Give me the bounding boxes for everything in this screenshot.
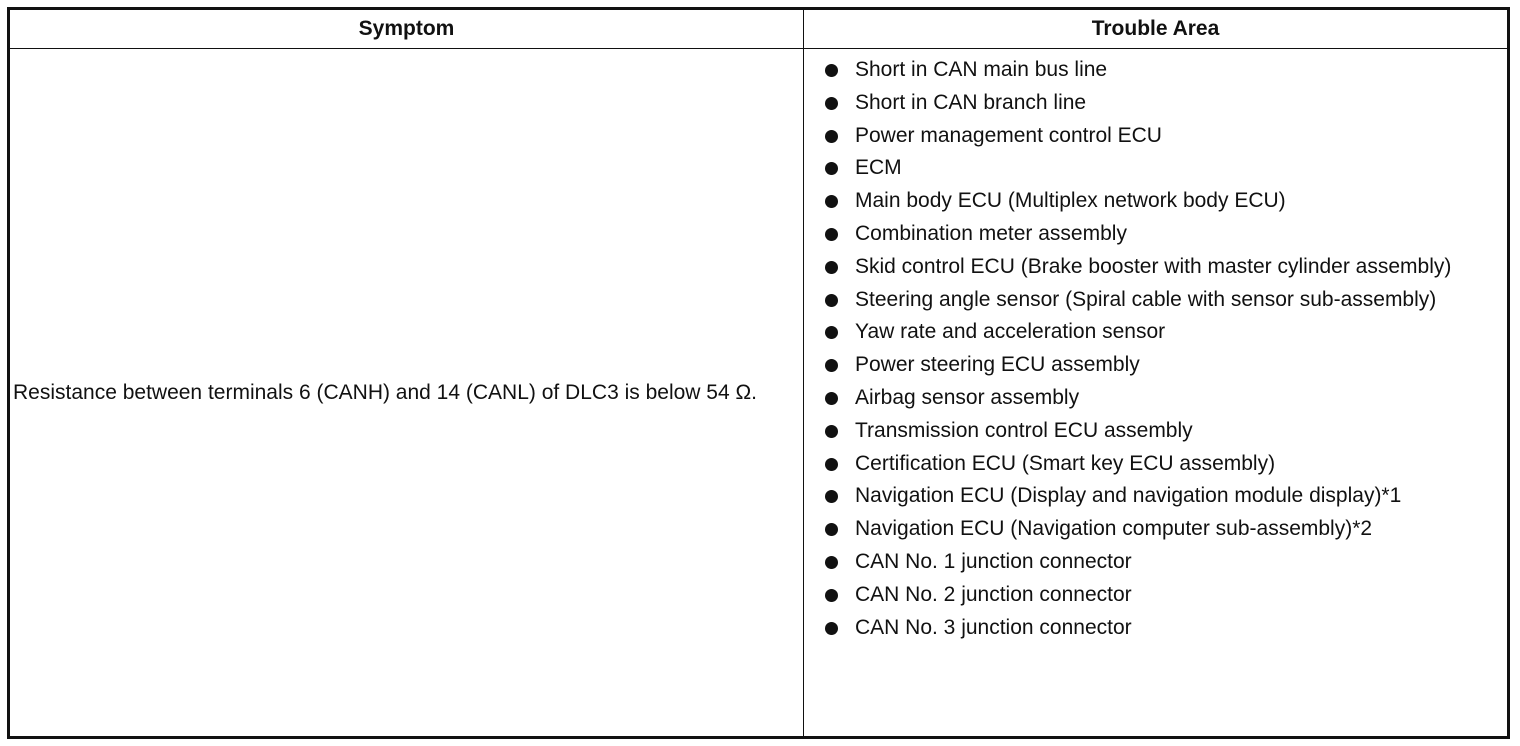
list-item-text: Skid control ECU (Brake booster with mas… bbox=[855, 254, 1452, 278]
list-item-text: Power steering ECU assembly bbox=[855, 353, 1140, 377]
bullet-icon bbox=[825, 326, 838, 340]
bullet-icon bbox=[825, 490, 838, 504]
list-item: Combination meter assembly bbox=[804, 219, 1507, 248]
bullet-icon bbox=[825, 523, 838, 537]
bullet-icon bbox=[825, 162, 838, 176]
list-item-text: Transmission control ECU assembly bbox=[855, 418, 1193, 442]
bullet-icon bbox=[825, 64, 838, 77]
list-item-text: CAN No. 1 junction connector bbox=[855, 549, 1132, 573]
list-item: CAN No. 1 junction connector bbox=[804, 547, 1507, 576]
bullet-icon bbox=[825, 457, 838, 471]
list-item-text: Short in CAN main bus line bbox=[855, 58, 1108, 81]
list-item: Power steering ECU assembly bbox=[804, 350, 1507, 379]
list-item: Yaw rate and acceleration sensor bbox=[804, 317, 1507, 346]
list-item-text: Yaw rate and acceleration sensor bbox=[855, 320, 1166, 344]
bullet-icon bbox=[825, 391, 838, 405]
bullet-icon bbox=[825, 260, 838, 274]
trouble-area-header: Trouble Area bbox=[803, 8, 1509, 49]
bullet-icon bbox=[825, 129, 838, 143]
header-row: Symptom Trouble Area bbox=[8, 8, 1509, 49]
list-item: CAN No. 3 junction connector bbox=[804, 613, 1507, 642]
bullet-icon bbox=[825, 96, 838, 110]
list-item: Short in CAN branch line bbox=[804, 88, 1507, 117]
list-item: Transmission control ECU assembly bbox=[804, 416, 1507, 445]
bullet-icon bbox=[825, 555, 838, 569]
list-item: Navigation ECU (Display and navigation m… bbox=[804, 481, 1507, 510]
list-item-text: Main body ECU (Multiplex network body EC… bbox=[855, 189, 1286, 213]
bullet-icon bbox=[825, 621, 838, 635]
bullet-icon bbox=[825, 293, 838, 307]
bullet-icon bbox=[825, 588, 838, 602]
list-item-text: Navigation ECU (Navigation computer sub-… bbox=[855, 517, 1373, 541]
list-item-text: ECM bbox=[855, 156, 902, 180]
bullet-icon bbox=[825, 424, 838, 438]
symptom-header: Symptom bbox=[8, 8, 804, 49]
list-item: CAN No. 2 junction connector bbox=[804, 580, 1507, 609]
list-item: ECM bbox=[804, 153, 1507, 182]
list-item-text: Certification ECU (Smart key ECU assembl… bbox=[855, 451, 1276, 475]
symptom-cell: Resistance between terminals 6 (CANH) an… bbox=[8, 48, 804, 738]
list-item: Steering angle sensor (Spiral cable with… bbox=[804, 285, 1507, 314]
list-item: Certification ECU (Smart key ECU assembl… bbox=[804, 449, 1507, 478]
list-item-text: Power management control ECU bbox=[855, 123, 1162, 147]
list-item-text: Short in CAN branch line bbox=[855, 90, 1087, 114]
trouble-table: Symptom Trouble Area Resistance between … bbox=[7, 7, 1510, 739]
bullet-icon bbox=[825, 227, 838, 241]
list-item-text: Combination meter assembly bbox=[855, 221, 1127, 245]
bullet-icon bbox=[825, 359, 838, 373]
list-item: Airbag sensor assembly bbox=[804, 383, 1507, 412]
table-row: Resistance between terminals 6 (CANH) an… bbox=[8, 48, 1509, 738]
bullet-icon bbox=[825, 195, 838, 209]
list-item-text: CAN No. 2 junction connector bbox=[855, 582, 1132, 606]
list-item: Power management control ECU bbox=[804, 121, 1507, 150]
list-item-text: Airbag sensor assembly bbox=[855, 385, 1080, 409]
list-item-text: CAN No. 3 junction connector bbox=[855, 615, 1132, 639]
list-item-text: Navigation ECU (Display and navigation m… bbox=[855, 484, 1402, 508]
list-item-text: Steering angle sensor (Spiral cable with… bbox=[855, 287, 1437, 311]
list-item: Main body ECU (Multiplex network body EC… bbox=[804, 186, 1507, 215]
list-item: Navigation ECU (Navigation computer sub-… bbox=[804, 514, 1507, 543]
list-item: Short in CAN main bus line bbox=[804, 55, 1507, 84]
list-item: Skid control ECU (Brake booster with mas… bbox=[804, 252, 1507, 281]
